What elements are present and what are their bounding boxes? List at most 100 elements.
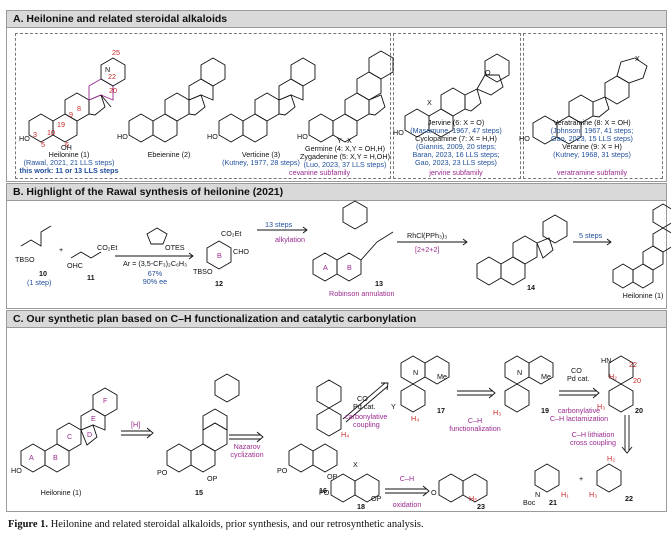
verticine-structure (218, 57, 316, 143)
op-16: OP (327, 472, 338, 481)
germine-ref: (Luo, 2023, 37 LLS steps) (303, 160, 387, 169)
heilonine-this-work: this work: 11 or 13 LLS steps (19, 166, 119, 175)
jervine-ho: HO (393, 128, 404, 137)
ring-a-13: A (323, 263, 328, 272)
robinson-label: Robinson annulation (329, 289, 395, 298)
h-reduction: [H] (131, 420, 141, 429)
po-18: PO (319, 488, 330, 497)
n-17: N (413, 368, 419, 377)
germine-y: Y (337, 136, 342, 145)
coupling-label: coupling (353, 420, 380, 429)
verticine-ho: HO (207, 132, 218, 141)
compound-22: 22 (625, 494, 633, 503)
verarine-name: Verarine (9: X = H) (562, 142, 622, 151)
cyclopamine-ref4: Gao, 2023, 23 LLS steps) (415, 158, 497, 167)
veratramine-ref1: (Johnson, 1967, 41 steps; (550, 126, 634, 135)
compound-10: 10 (39, 269, 47, 278)
panel-c-scheme (20, 355, 634, 503)
co-label-1: CO (357, 394, 368, 403)
compound-16: 16 (319, 486, 327, 495)
ring-a: A (29, 453, 34, 462)
atom-label-22: 22 (108, 72, 116, 81)
ebeienine-name: Ebeienine (2) (147, 150, 191, 159)
hn-20: HN (601, 356, 612, 365)
ring-d: D (87, 430, 93, 439)
rhcl-label: RhCl(PPh₃)₃ (407, 231, 448, 240)
figure-caption: Figure 1. Heilonine and related steroida… (8, 519, 424, 530)
veratramine-name: Veratramine (8: X = OH) (553, 118, 631, 127)
panel-b-title: B. Highlight of the Rawal synthesis of h… (7, 184, 666, 201)
compound-18: 18 (357, 502, 365, 511)
jervine-x: X (427, 98, 432, 107)
h4-16: H₄ (341, 430, 350, 439)
atom-20-20: 20 (633, 376, 641, 385)
n-21: N (535, 490, 541, 499)
h3-20: H₃ (597, 402, 606, 411)
pdcat-label-2: Pd cat. (567, 374, 590, 383)
compound-20: 20 (635, 406, 643, 415)
jervine-structure (404, 53, 510, 138)
steps-5: 5 steps (579, 231, 603, 240)
veratramine-label: veratramine subfamily (556, 168, 628, 177)
panel-a-title: A. Heilonine and related steroidal alkal… (7, 11, 666, 28)
co2et-11: CO₂Et (97, 243, 118, 252)
atom-label-8: 8 (77, 104, 81, 113)
cevanine-label: cevanine subfamily (289, 168, 351, 177)
heilonine-oh: OH (61, 143, 72, 152)
germine-x: X (347, 136, 352, 145)
n-19: N (517, 368, 523, 377)
panel-c: C. Our synthetic plan based on C–H funct… (6, 310, 667, 512)
atom-label-20: 20 (109, 86, 117, 95)
ch-lith-2: cross coupling (570, 438, 616, 447)
ch-func-1: C–H (467, 416, 483, 425)
ch-ox-2: oxidation (392, 500, 422, 509)
panel-b-scheme (20, 200, 671, 289)
carb-lact-2: C–H lactamization (549, 414, 609, 423)
boc-21: Boc (523, 498, 536, 507)
cevanine-box (15, 33, 391, 179)
ring-b: B (53, 453, 58, 462)
heilonine-ho: HO (19, 134, 30, 143)
otes-label: OTES (165, 243, 185, 252)
h5-23: H₅ (469, 494, 478, 503)
figure-caption-text: Heilonine and related steroidal alkaloid… (50, 519, 424, 530)
co2et-12: CO₂Et (221, 229, 242, 238)
veratramine-ref2: Gao, 2023, 15 LLS steps) (551, 134, 633, 143)
zygadenine-name: Zygadenine (5: X,Y = H,OH) (300, 152, 390, 161)
o-23: O (431, 488, 437, 497)
compound-10-note: (1 step) (27, 278, 52, 287)
veratramine-x: X (635, 54, 640, 63)
yield-67: 67% (147, 269, 163, 278)
germine-name: Germine (4: X,Y = OH,H) (305, 144, 385, 153)
h2-20: H₂ (609, 372, 617, 381)
ch-lith-1: C–H lithiation (571, 430, 615, 439)
h1-21: H₁ (561, 490, 569, 499)
y-17: Y (391, 402, 396, 411)
atom-label-10: 10 (47, 128, 55, 137)
steps-13: 13 steps (265, 220, 293, 229)
cyclopamine-ref2: (Giannis, 2009, 20 steps; (416, 142, 496, 151)
catalyst-ar: Ar = (3,5-CF₃)₂C₆H₃ (122, 259, 188, 268)
veratramine-box (523, 33, 663, 179)
figure-label: Figure 1. (8, 519, 49, 530)
heilonine-b: Heilonine (1) (622, 291, 664, 300)
heilonine-c-ho: HO (11, 466, 22, 475)
h4-17: H₄ (411, 414, 420, 423)
ring-b-12: B (217, 251, 222, 260)
nazarov-label: Nazarov (233, 442, 261, 451)
ebeienine-ho: HO (117, 132, 128, 141)
atom-label-6: 6 (65, 140, 69, 149)
verarine-ref: (Kutney, 1968, 31 steps) (553, 150, 631, 159)
jervine-o: O (485, 68, 491, 77)
h3-19: H₃ (493, 408, 502, 417)
jervine-ref1: (Masamune, 1967, 47 steps) (410, 126, 502, 135)
veratramine-structure (532, 57, 648, 145)
heilonine-ref: (Rawal, 2021, 21 LLS steps) (23, 158, 115, 167)
cyclopamine-name: Cyclopamine (7: X = H,H) (415, 134, 497, 143)
jervine-label: jervine subfamily (429, 168, 483, 177)
ring-e: E (91, 414, 96, 423)
pdcat-label-1: Pd cat. (353, 402, 376, 411)
panel-b: B. Highlight of the Rawal synthesis of h… (6, 183, 671, 309)
tbso-10: TBSO (15, 255, 35, 264)
ring-c: C (67, 432, 73, 441)
